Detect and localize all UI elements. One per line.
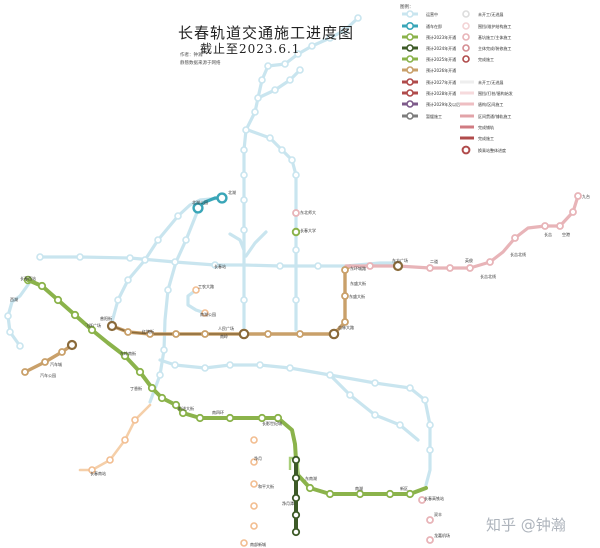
legend-right-5: 未开工/无进展	[478, 80, 504, 85]
legend-left-5: 预计2026年开通	[426, 68, 457, 73]
svg-text:双丰: 双丰	[434, 511, 442, 517]
pink-stations	[292, 192, 582, 544]
green-dark-stations	[23, 227, 301, 285]
legend-left-4: 预计2025年开通	[426, 57, 457, 62]
svg-text:龙嘉机场: 龙嘉机场	[434, 532, 450, 538]
svg-text:南湖公园: 南湖公园	[200, 311, 216, 317]
legend-left-1: 通车在即	[426, 24, 442, 29]
svg-text:长春大学: 长春大学	[300, 227, 316, 233]
svg-text:长春西站: 长春西站	[20, 275, 36, 281]
map-title: 长春轨道交通施工进度图	[178, 24, 355, 42]
svg-text:长吉北线: 长吉北线	[510, 251, 526, 257]
svg-text:汽车公园: 汽车公园	[40, 372, 56, 378]
legend-right-9: 完成铺轨	[478, 125, 494, 130]
line7	[23, 264, 352, 374]
legend-left-6: 预计2027年开通	[426, 80, 457, 85]
legend-left-9: 暂缓施工	[426, 114, 442, 119]
svg-text:前进大街: 前进大街	[178, 405, 194, 411]
svg-text:北湖: 北湖	[228, 189, 236, 195]
watermark: 知乎 @钟瀚	[486, 516, 566, 534]
svg-text:南湖: 南湖	[355, 485, 363, 491]
svg-text:东盛大街: 东盛大街	[349, 293, 365, 299]
legend-left-0: 运营中	[426, 12, 438, 17]
station-labels: 长春西站 西湖 普阳街 飞跃广场 红旗街 人民广场 吉林大路 东盛大街 东盛大街…	[10, 189, 590, 547]
svg-text:净月: 净月	[254, 455, 262, 461]
legend-right-4: 完成施工	[478, 57, 494, 62]
legend-left-8: 预计2029年及以后	[426, 102, 461, 107]
legend-right-3: 主体完成/装修施工	[478, 46, 512, 51]
line6-stations	[291, 455, 301, 537]
svg-text:南岭: 南岭	[220, 333, 228, 339]
credit-author: 作者：钟瀚	[180, 53, 203, 58]
svg-text:东南湖: 东南湖	[305, 475, 317, 481]
legend-right-11: 换乘站整体进度	[478, 148, 506, 153]
svg-text:北湖公园: 北湖公园	[192, 199, 208, 205]
line9-stations	[88, 286, 258, 547]
svg-text:长影世纪城: 长影世纪城	[262, 420, 282, 426]
legend-right-7: 盾构/区间施工	[478, 102, 504, 107]
legend-right-0: 未开工/无进展	[478, 12, 504, 17]
svg-text:红旗街: 红旗街	[142, 328, 154, 334]
legend-right-2: 基坑施工/主体施工	[478, 35, 512, 40]
svg-text:东北师大: 东北师大	[300, 209, 316, 215]
line7-stations	[21, 266, 349, 376]
planned-lines	[6, 16, 432, 487]
legend-right-8: 区间贯通/铺轨施工	[478, 114, 512, 119]
svg-text:人民广场: 人民广场	[218, 325, 234, 331]
legend-right-10: 完成施工	[478, 136, 494, 141]
svg-text:西湖: 西湖	[10, 296, 18, 302]
svg-text:南部新城: 南部新城	[250, 541, 266, 547]
svg-text:英俊: 英俊	[465, 257, 473, 263]
line5	[26, 278, 428, 496]
svg-text:长吉北线: 长吉北线	[480, 273, 496, 279]
svg-text:吉林大路: 吉林大路	[338, 324, 354, 330]
map-subtitle: 截止至2023.6.1	[200, 42, 301, 56]
svg-text:长春南站: 长春南站	[90, 470, 106, 476]
svg-text:飞跃广场: 飞跃广场	[85, 322, 101, 328]
svg-text:长春站: 长春站	[214, 263, 226, 269]
svg-text:新区: 新区	[400, 485, 408, 491]
line9	[78, 403, 152, 472]
svg-text:南四环: 南四环	[212, 409, 224, 415]
svg-text:东环城路: 东环城路	[350, 265, 366, 271]
svg-text:丁香街: 丁香街	[130, 385, 142, 391]
svg-text:九台: 九台	[582, 193, 590, 199]
legend-right-6: 围挡/打桩/盾构始发	[478, 91, 513, 96]
legend-symbols	[402, 10, 474, 155]
legend-right-1: 围挡/维护结构施工	[478, 24, 512, 29]
transfer-stations	[66, 260, 404, 351]
line2-stations	[192, 192, 228, 214]
svg-text:净月潭: 净月潭	[282, 500, 294, 506]
svg-text:长春高铁站: 长春高铁站	[424, 495, 444, 501]
legend-left-2: 预计2023年开通	[426, 35, 457, 40]
svg-text:空港: 空港	[562, 231, 570, 237]
legend-heading: 图例：	[400, 5, 414, 10]
svg-text:普阳街: 普阳街	[100, 315, 112, 321]
planned-stations	[4, 14, 434, 454]
svg-text:东方广场: 东方广场	[392, 257, 408, 263]
svg-text:工农大路: 工农大路	[198, 283, 214, 289]
legend-left-3: 预计2024年开通	[426, 46, 457, 51]
legend-left-7: 预计2028年开通	[426, 91, 457, 96]
svg-text:汽车城: 汽车城	[50, 361, 62, 367]
credit-source: 静態数据来源于网络	[180, 61, 221, 66]
svg-text:东岭南街: 东岭南街	[120, 350, 136, 356]
svg-text:东盛大街: 东盛大街	[350, 280, 366, 286]
svg-text:二道: 二道	[430, 258, 438, 264]
svg-text:长吉: 长吉	[544, 231, 552, 237]
svg-text:和平大街: 和平大街	[258, 483, 274, 489]
